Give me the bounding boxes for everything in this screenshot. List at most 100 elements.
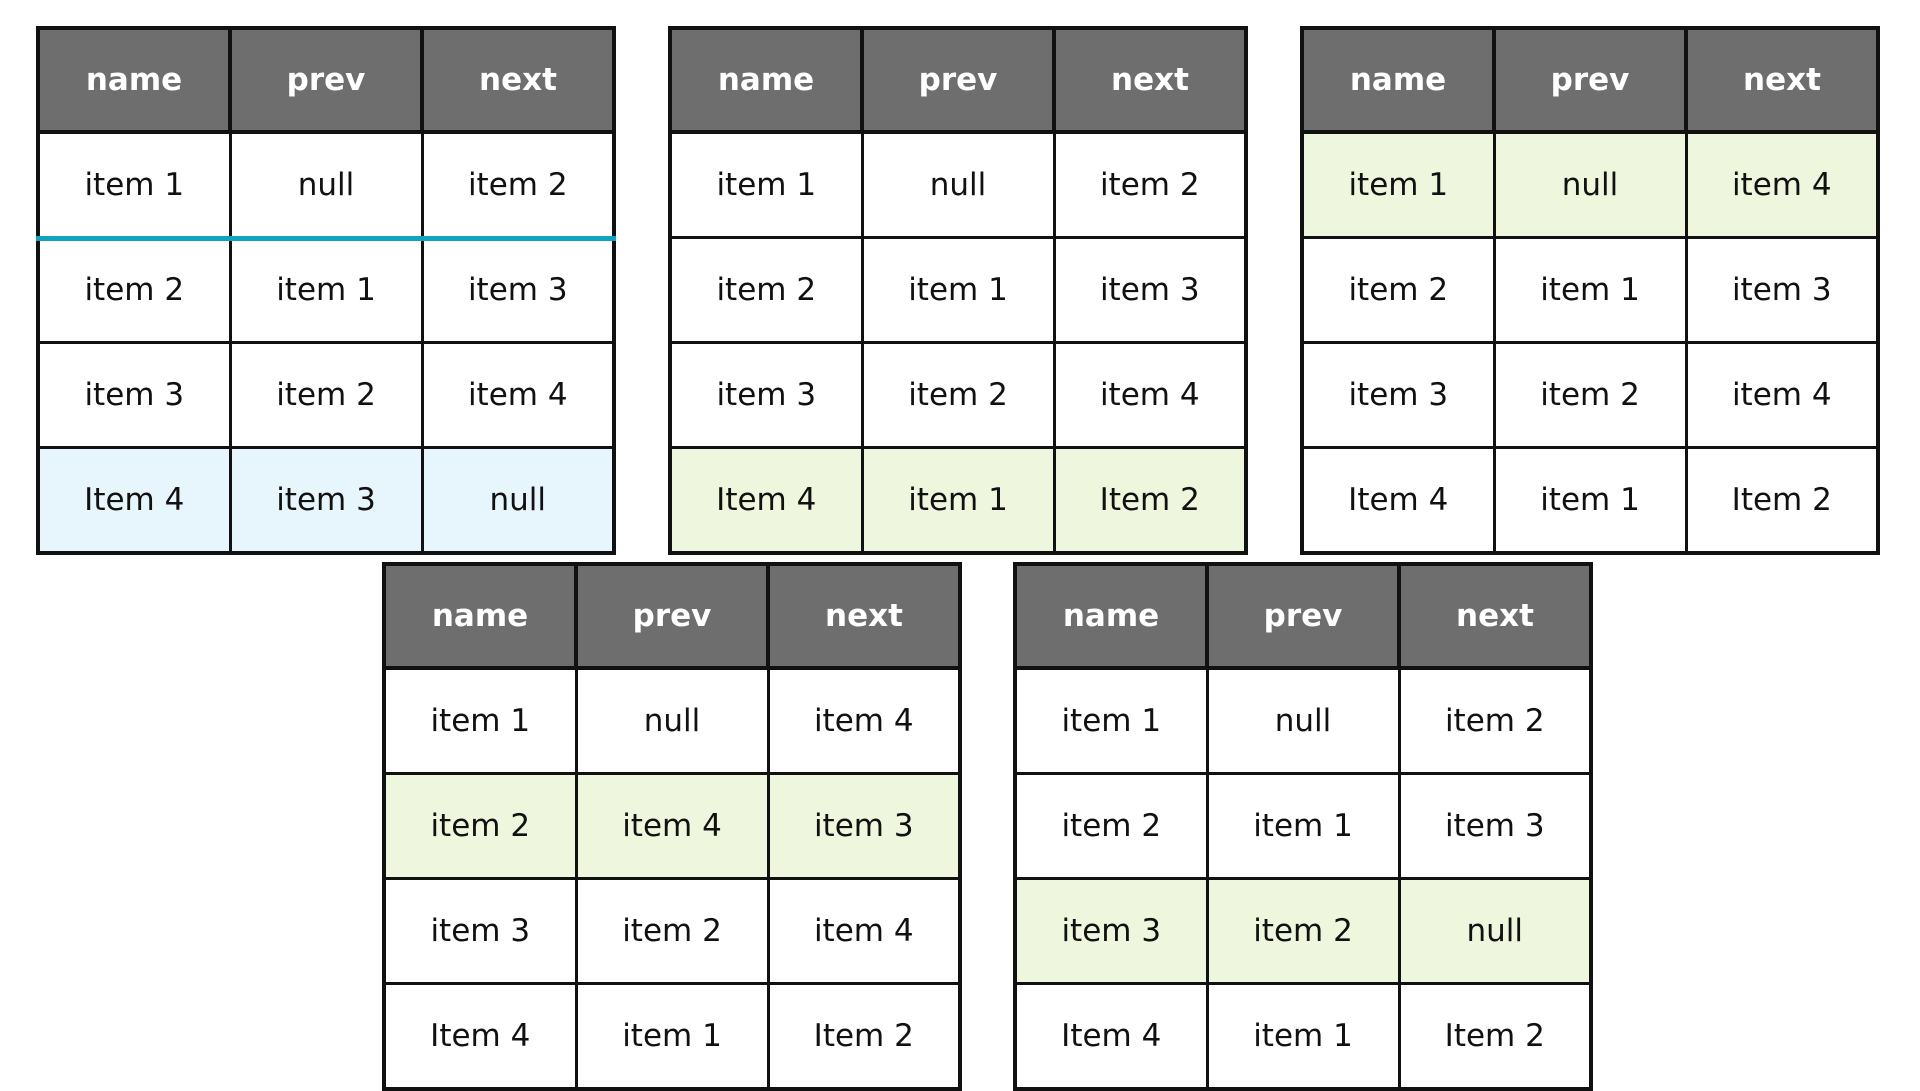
table-header-row: name prev next <box>36 26 616 134</box>
cell-next: item 2 <box>1052 130 1248 239</box>
cell-prev: item 2 <box>1492 341 1688 449</box>
cell-prev: item 2 <box>228 341 424 449</box>
cell-next: Item 2 <box>1684 446 1880 555</box>
column-header-prev: prev <box>1205 562 1401 670</box>
cell-name: item 3 <box>382 877 578 985</box>
table-row[interactable]: Item 4 item 1 Item 2 <box>1300 446 1880 555</box>
cell-name: Item 4 <box>36 446 232 555</box>
table-row-highlighted[interactable]: Item 4 item 3 null <box>36 446 616 555</box>
cell-prev: item 2 <box>860 341 1056 449</box>
column-header-prev: prev <box>228 26 424 134</box>
cell-prev: item 2 <box>1205 877 1401 985</box>
cell-name: item 3 <box>36 341 232 449</box>
column-header-next: next <box>420 26 616 134</box>
table-header-row: name prev next <box>382 562 962 670</box>
cell-name: item 1 <box>1300 130 1496 239</box>
column-header-prev: prev <box>574 562 770 670</box>
cell-prev: item 1 <box>1492 236 1688 344</box>
table-row[interactable]: item 3 item 2 item 4 <box>668 341 1248 449</box>
column-header-prev: prev <box>860 26 1056 134</box>
cell-name: Item 4 <box>1300 446 1496 555</box>
table-row[interactable]: item 1 null item 2 <box>36 130 616 239</box>
column-header-name: name <box>382 562 578 670</box>
cell-name: item 3 <box>1300 341 1496 449</box>
table-header-row: name prev next <box>1013 562 1593 670</box>
table-row[interactable]: item 2 item 1 item 3 <box>1013 772 1593 880</box>
cell-name: item 1 <box>1013 666 1209 775</box>
cell-next: item 4 <box>1684 130 1880 239</box>
table-row[interactable]: item 1 null item 2 <box>1013 666 1593 775</box>
cell-prev: null <box>860 130 1056 239</box>
column-header-next: next <box>1684 26 1880 134</box>
cell-prev: null <box>228 130 424 239</box>
table-row[interactable]: item 3 item 2 item 4 <box>1300 341 1880 449</box>
table-row-highlighted[interactable]: Item 4 item 1 Item 2 <box>668 446 1248 555</box>
cell-name: Item 4 <box>668 446 864 555</box>
cell-prev: item 4 <box>574 772 770 880</box>
cell-prev: null <box>1205 666 1401 775</box>
cell-name: item 2 <box>382 772 578 880</box>
table-row-highlighted[interactable]: item 1 null item 4 <box>1300 130 1880 239</box>
cell-prev: item 1 <box>574 982 770 1091</box>
cell-prev: item 1 <box>1205 982 1401 1091</box>
cell-name: Item 4 <box>382 982 578 1091</box>
table-row[interactable]: item 2 item 1 item 3 <box>36 236 616 344</box>
table-row-highlighted[interactable]: item 2 item 4 item 3 <box>382 772 962 880</box>
column-header-next: next <box>766 562 962 670</box>
cell-prev: item 2 <box>574 877 770 985</box>
cell-name: item 1 <box>36 130 232 239</box>
cell-name: item 1 <box>668 130 864 239</box>
column-header-name: name <box>1013 562 1209 670</box>
cell-name: item 2 <box>1013 772 1209 880</box>
cell-next: item 3 <box>420 236 616 344</box>
cell-name: item 2 <box>668 236 864 344</box>
linked-list-table-2: name prev next item 1 null item 2 item 2… <box>668 26 1248 555</box>
cell-prev: item 1 <box>1492 446 1688 555</box>
column-header-name: name <box>36 26 232 134</box>
cell-next: item 4 <box>766 877 962 985</box>
cell-next: null <box>420 446 616 555</box>
column-header-prev: prev <box>1492 26 1688 134</box>
table-row[interactable]: Item 4 item 1 Item 2 <box>1013 982 1593 1091</box>
cell-next: item 4 <box>1684 341 1880 449</box>
table-row[interactable]: item 1 null item 2 <box>668 130 1248 239</box>
cell-prev: item 1 <box>860 236 1056 344</box>
cell-next: item 3 <box>1397 772 1593 880</box>
cell-next: item 4 <box>766 666 962 775</box>
column-header-next: next <box>1052 26 1248 134</box>
cell-name: Item 4 <box>1013 982 1209 1091</box>
cell-prev: null <box>1492 130 1688 239</box>
table-row[interactable]: item 2 item 1 item 3 <box>668 236 1248 344</box>
table-header-row: name prev next <box>1300 26 1880 134</box>
cell-next: item 3 <box>1684 236 1880 344</box>
cell-next: Item 2 <box>1397 982 1593 1091</box>
table-row[interactable]: item 2 item 1 item 3 <box>1300 236 1880 344</box>
cell-next: null <box>1397 877 1593 985</box>
table-row[interactable]: Item 4 item 1 Item 2 <box>382 982 962 1091</box>
table-row[interactable]: item 3 item 2 item 4 <box>36 341 616 449</box>
cell-prev: item 1 <box>228 236 424 344</box>
cell-prev: item 1 <box>1205 772 1401 880</box>
cell-next: item 4 <box>1052 341 1248 449</box>
cell-next: item 3 <box>1052 236 1248 344</box>
insertion-marker-line <box>36 235 616 241</box>
table-row[interactable]: item 1 null item 4 <box>382 666 962 775</box>
cell-name: item 2 <box>36 236 232 344</box>
cell-next: item 2 <box>420 130 616 239</box>
column-header-name: name <box>1300 26 1496 134</box>
table-header-row: name prev next <box>668 26 1248 134</box>
cell-prev: null <box>574 666 770 775</box>
table-row-highlighted[interactable]: item 3 item 2 null <box>1013 877 1593 985</box>
linked-list-table-4: name prev next item 1 null item 4 item 2… <box>382 562 962 1091</box>
cell-name: item 3 <box>1013 877 1209 985</box>
cell-prev: item 3 <box>228 446 424 555</box>
cell-next: item 4 <box>420 341 616 449</box>
cell-next: Item 2 <box>1052 446 1248 555</box>
cell-name: item 2 <box>1300 236 1496 344</box>
cell-prev: item 1 <box>860 446 1056 555</box>
table-row[interactable]: item 3 item 2 item 4 <box>382 877 962 985</box>
cell-next: item 2 <box>1397 666 1593 775</box>
cell-next: item 3 <box>766 772 962 880</box>
linked-list-table-5: name prev next item 1 null item 2 item 2… <box>1013 562 1593 1091</box>
